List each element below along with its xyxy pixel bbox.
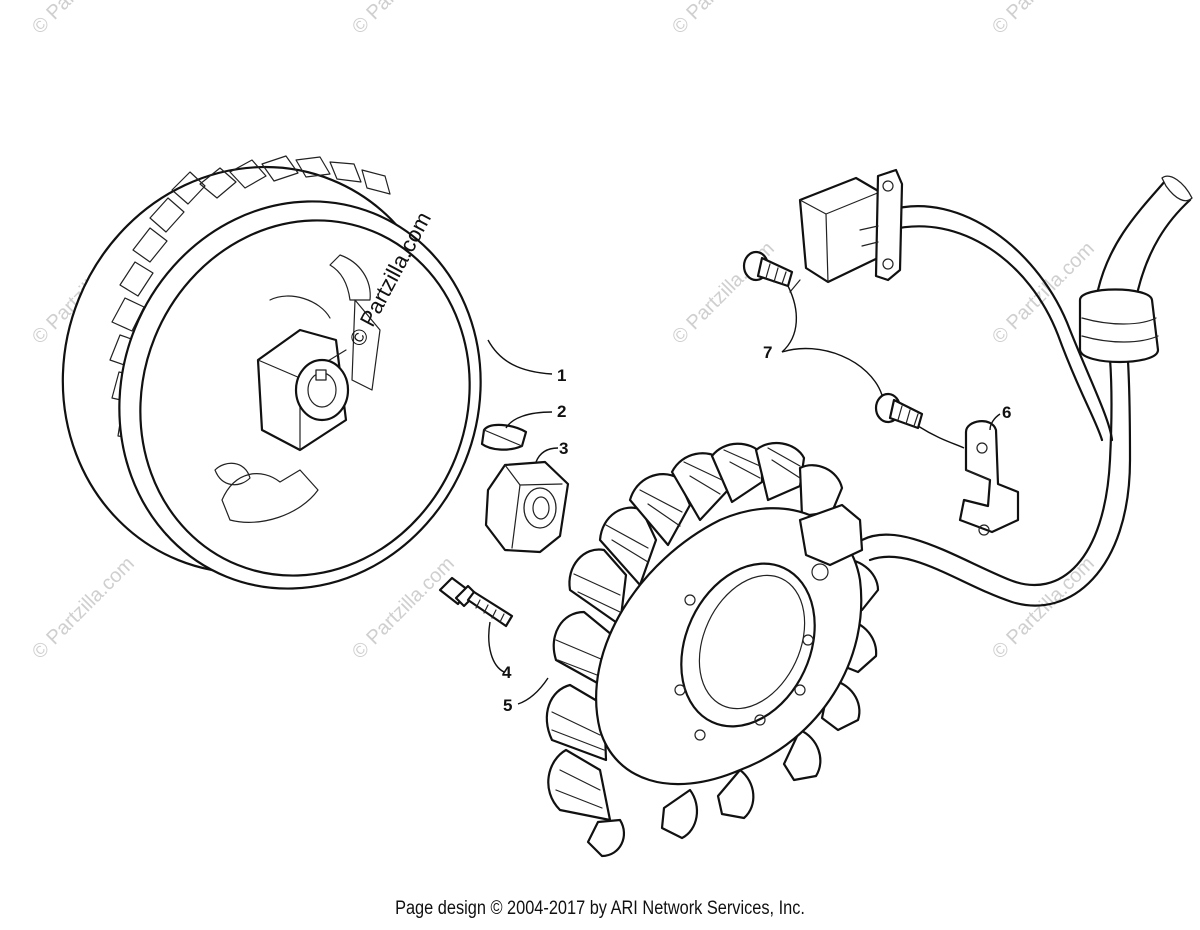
callout-5: 5 [503, 696, 512, 715]
watermark-text: © Partzilla.com [28, 0, 139, 39]
watermark-text: © Partzilla.com [988, 0, 1099, 39]
woodruff-key-drawing [480, 423, 528, 451]
watermark-text: © Partzilla.com [988, 553, 1099, 664]
callout-4: 4 [502, 663, 512, 682]
bolt-drawing [438, 576, 514, 628]
flywheel-drawing [61, 155, 482, 590]
stator-drawing [545, 441, 880, 858]
callout-3: 3 [559, 439, 568, 458]
watermark-text: © Partzilla.com [668, 0, 779, 39]
clamp-bracket-drawing [958, 420, 1020, 536]
callout-6: 6 [1002, 403, 1011, 422]
leader-lines [487, 285, 1001, 705]
nut-drawing [484, 460, 570, 554]
watermark-text: © Partzilla.com [28, 553, 139, 664]
screw-drawing-lower [874, 392, 924, 430]
callout-labels: 1 2 3 4 5 6 7 [502, 343, 1011, 715]
watermark-text: © Partzilla.com [348, 0, 459, 39]
pickup-sensor-drawing [789, 168, 904, 293]
wire-harness-drawing [860, 175, 1193, 607]
callout-7: 7 [763, 343, 772, 362]
footer-copyright: Page design © 2004-2017 by ARI Network S… [395, 898, 805, 919]
callout-2: 2 [557, 402, 566, 421]
callout-1: 1 [557, 366, 566, 385]
